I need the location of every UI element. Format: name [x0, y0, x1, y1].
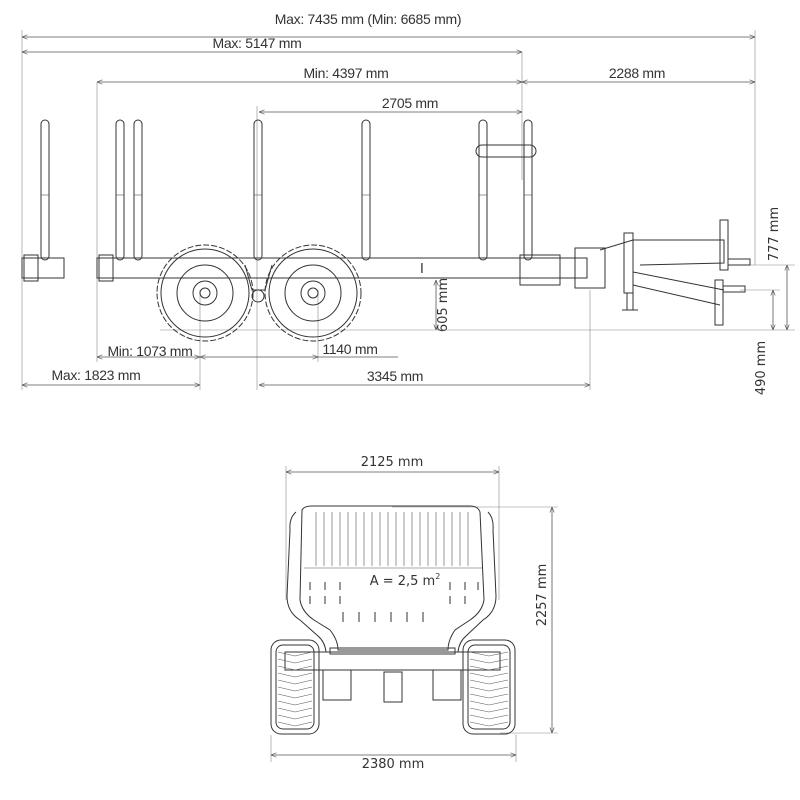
drawbar-arms — [599, 239, 725, 306]
stake — [115, 119, 125, 261]
dim-label: 605 mm — [436, 278, 451, 332]
area-value: A = 2,5 m — [370, 574, 436, 589]
dim-label: Max: 7435 mm (Min: 6685 mm) — [275, 11, 461, 27]
dim-label: 2288 mm — [609, 65, 665, 81]
stake — [478, 119, 488, 261]
bunk-outline — [299, 505, 485, 651]
tire-tread — [277, 679, 313, 685]
dim-axle-to-hitch: 3345 mm — [259, 368, 590, 385]
dim-label: 2257 mm — [535, 564, 550, 627]
stake — [133, 119, 143, 261]
hitch-eye-lower — [722, 285, 746, 293]
drawbar-plate — [623, 232, 634, 294]
wheel-rear — [156, 244, 254, 342]
bogie-pivot-bolt — [251, 289, 265, 303]
dim-axle-spacing: 1140 mm — [200, 341, 398, 357]
dim-label: 2125 mm — [361, 455, 424, 470]
articulation-joint — [574, 247, 606, 289]
front-view-dimensions: 2125 mm 2257 mm 2380 mm — [270, 455, 558, 772]
area-superscript: 2 — [435, 572, 440, 581]
stakes — [40, 119, 533, 261]
dim-bunk-width: 2125 mm — [286, 455, 499, 472]
tire-tread — [469, 693, 509, 699]
side-view-dimensions: Max: 7435 mm (Min: 6685 mm) Max: 5147 mm… — [21, 11, 795, 395]
dim-label: Min: 1073 mm — [107, 343, 192, 359]
rear-light — [23, 254, 39, 282]
dim-label: Min: 4397 mm — [303, 65, 388, 81]
stake — [361, 119, 371, 261]
dim-rear-overhang-min: Min: 1073 mm — [97, 343, 200, 359]
dim-label: 777 mm — [767, 207, 782, 261]
tire-tread — [469, 651, 509, 657]
right-hub — [432, 669, 462, 701]
tire-tread — [277, 707, 313, 713]
load-area-label: A = 2,5 m2 — [370, 572, 441, 589]
dim-hitch-height-lower: 490 mm — [740, 289, 780, 395]
support-leg — [622, 293, 638, 311]
tire-tread — [277, 721, 313, 727]
dim-crane-min: Min: 4397 mm — [97, 65, 522, 82]
bunk-bars — [309, 512, 479, 622]
dim-label: 1140 mm — [322, 341, 377, 357]
drawbar-joint — [519, 254, 561, 286]
dim-label: Max: 1823 mm — [52, 367, 141, 383]
dim-crane-max: Max: 5147 mm — [22, 35, 522, 52]
dim-label: 3345 mm — [367, 368, 423, 384]
hitch-plate-upper — [719, 219, 729, 271]
front-view-trailer: A = 2,5 m2 — [270, 505, 516, 735]
stake — [40, 119, 50, 261]
tire-tread — [469, 658, 509, 664]
hitch-eye-upper — [727, 258, 751, 266]
tire-tread — [277, 693, 313, 699]
tire-tread — [277, 665, 313, 671]
rear-light — [98, 254, 114, 282]
hitch-plate-lower — [714, 279, 724, 326]
dim-overall-height: 2257 mm — [535, 507, 552, 733]
frame-marker: I — [420, 262, 424, 277]
tire-tread — [277, 714, 313, 720]
stake — [523, 119, 533, 261]
tire-tread — [277, 672, 313, 678]
axle-beam — [284, 651, 501, 671]
tire-tread — [277, 651, 313, 657]
tire-tread — [277, 700, 313, 706]
center-mount — [383, 671, 403, 703]
dim-label: 2380 mm — [362, 757, 425, 772]
tire-tread — [469, 700, 509, 706]
dim-overall-width: 2380 mm — [271, 755, 516, 772]
dim-bunk-span: 2705 mm — [259, 95, 522, 112]
left-wheel — [270, 639, 320, 735]
bunk-stakes — [286, 511, 497, 653]
tire-tread — [469, 686, 509, 692]
dim-rear-overhang-max: Max: 1823 mm — [22, 367, 200, 385]
dim-drawbar: 2288 mm — [522, 65, 755, 82]
tire-tread — [469, 672, 509, 678]
tire-tread — [469, 665, 509, 671]
stake — [253, 119, 263, 261]
dim-hitch-height-upper: 777 mm — [740, 207, 795, 330]
tire-tread — [277, 686, 313, 692]
tire-tread — [469, 714, 509, 720]
cross-member — [329, 647, 456, 655]
rear-extension — [21, 257, 65, 279]
dim-label: 490 mm — [754, 341, 769, 395]
main-frame — [96, 257, 588, 279]
left-hub — [322, 669, 352, 701]
tire-tread — [469, 707, 509, 713]
right-wheel — [462, 639, 516, 735]
tire-tread — [469, 721, 509, 727]
tire-tread — [469, 679, 509, 685]
dim-overall-length: Max: 7435 mm (Min: 6685 mm) — [22, 11, 755, 37]
dim-label: Max: 5147 mm — [213, 35, 302, 51]
tire-tread — [277, 658, 313, 664]
dim-label: 2705 mm — [382, 95, 438, 111]
crane-rest-grille — [475, 144, 537, 158]
dim-ground-clearance: 605 mm — [436, 278, 451, 332]
side-view-trailer: I — [21, 119, 751, 342]
wheel-front — [264, 244, 362, 342]
